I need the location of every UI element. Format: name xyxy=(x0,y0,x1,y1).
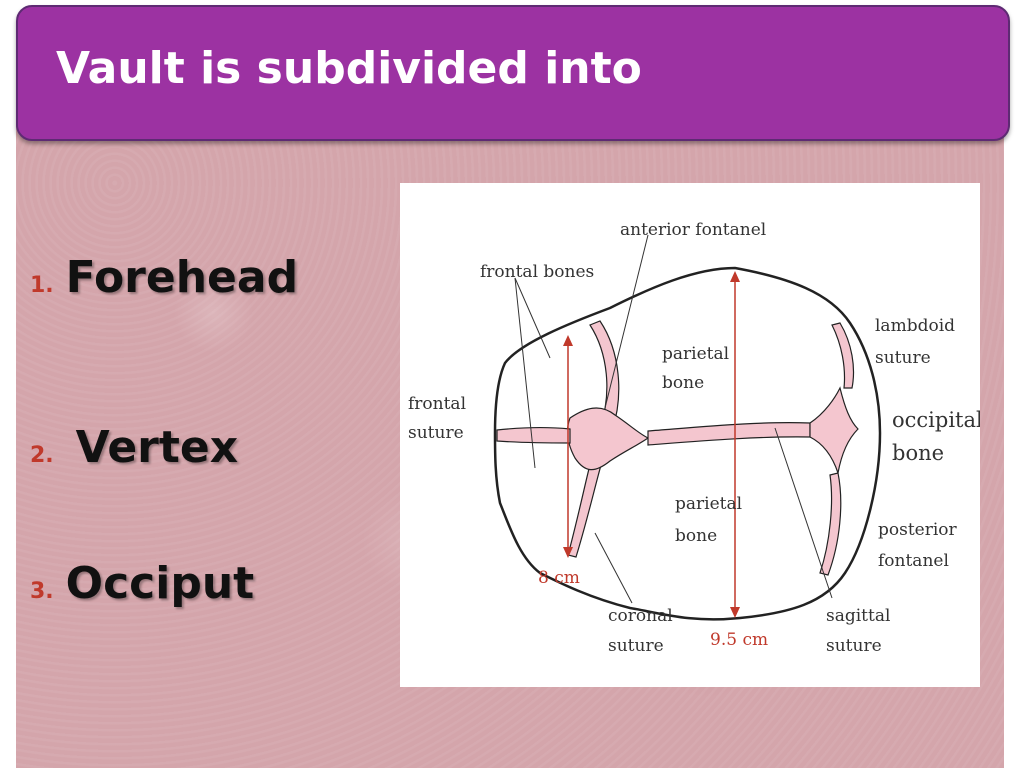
lambdoid-suture-fill xyxy=(819,322,855,576)
measure-arrow-95cm-bottom xyxy=(730,607,740,618)
slide-title: Vault is subdivided into xyxy=(56,43,642,94)
posterior-fontanel-fill xyxy=(809,386,859,474)
skull-vault-diagram: anterior fontanel frontal bones lambdoid… xyxy=(400,183,980,687)
list-number: 1. xyxy=(30,273,54,298)
label-occipital-bone-line2: bone xyxy=(892,441,944,465)
label-occipital-bone-line1: occipital xyxy=(892,408,980,432)
label-parietal-bone-bottom-line2: bone xyxy=(675,526,717,546)
subdivision-list: 1. Forehead 2. Vertex 3. Occiput xyxy=(0,0,380,768)
list-label: Occiput xyxy=(65,558,255,609)
label-measure-8cm: 8 cm xyxy=(538,568,580,588)
measure-arrow-95cm-top xyxy=(730,271,740,282)
anterior-fontanel-fill xyxy=(566,407,650,471)
label-coronal-suture-line1: coronal xyxy=(608,606,673,626)
label-frontal-bones: frontal bones xyxy=(480,262,594,282)
label-parietal-bone-top-line2: bone xyxy=(662,373,704,393)
list-label: Forehead xyxy=(65,252,299,303)
list-item: 3. Occiput xyxy=(30,558,254,609)
measure-arrow-8cm-top xyxy=(563,335,573,346)
measure-arrow-8cm-bottom xyxy=(563,547,573,558)
label-posterior-fontanel-line1: posterior xyxy=(878,520,958,540)
label-frontal-suture-line2: suture xyxy=(408,423,464,443)
label-posterior-fontanel-line2: fontanel xyxy=(878,551,949,571)
leader-frontal-bones-a xyxy=(514,277,551,359)
leader-anterior-fontanel xyxy=(604,234,649,409)
leader-sagittal-suture xyxy=(774,427,833,599)
label-sagittal-suture-line1: sagittal xyxy=(826,606,890,626)
list-number: 3. xyxy=(30,579,54,604)
label-coronal-suture-line2: suture xyxy=(608,636,664,656)
skull-diagram-svg: anterior fontanel frontal bones lambdoid… xyxy=(408,220,980,656)
frontal-suture-fill xyxy=(496,427,571,444)
label-parietal-bone-bottom-line1: parietal xyxy=(675,494,742,514)
list-number: 2. xyxy=(30,443,54,468)
list-label: Vertex xyxy=(75,422,239,473)
list-item: 2. Vertex xyxy=(30,422,238,473)
leader-coronal-suture xyxy=(594,532,633,604)
label-anterior-fontanel: anterior fontanel xyxy=(620,220,766,240)
label-parietal-bone-top-line1: parietal xyxy=(662,344,729,364)
list-item: 1. Forehead xyxy=(30,252,298,303)
label-lambdoid-suture-line1: lambdoid xyxy=(875,316,955,336)
label-lambdoid-suture-line2: suture xyxy=(875,348,931,368)
label-measure-95cm: 9.5 cm xyxy=(710,630,768,650)
title-bar: Vault is subdivided into xyxy=(16,5,1010,141)
skull-outline xyxy=(493,266,882,621)
leader-frontal-bones-b xyxy=(514,277,536,469)
label-sagittal-suture-line2: suture xyxy=(826,636,882,656)
label-frontal-suture-line1: frontal xyxy=(408,394,466,414)
